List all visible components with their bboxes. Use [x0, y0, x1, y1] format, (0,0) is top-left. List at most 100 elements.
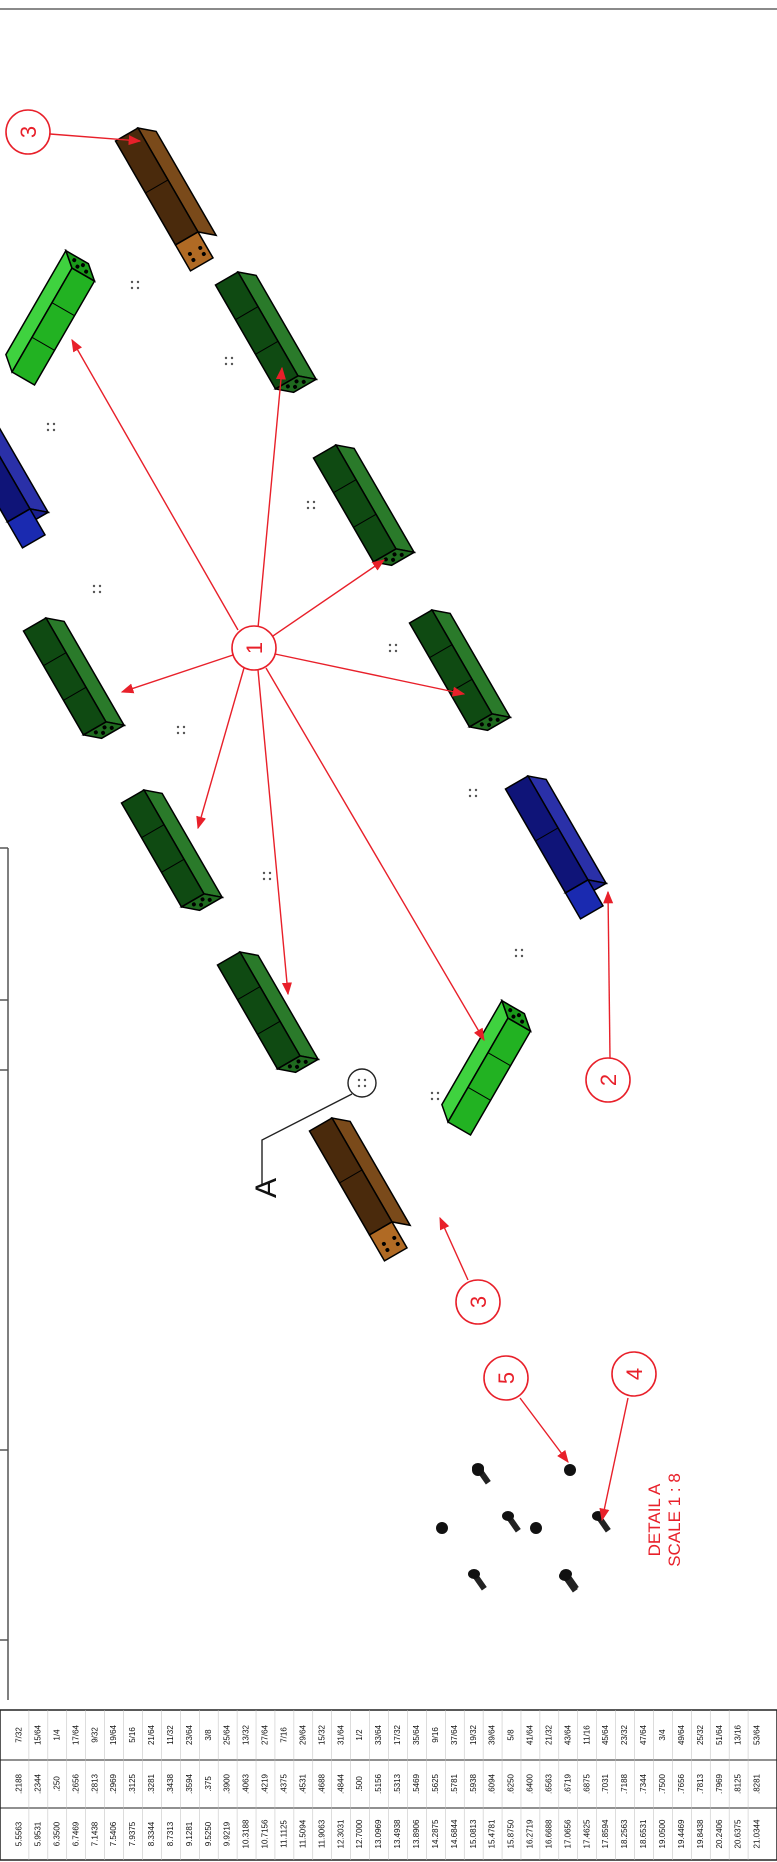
table-cell: 1/4 — [52, 1729, 61, 1741]
table-cell: 13.8906 — [412, 1819, 421, 1848]
table-cell: .3900 — [223, 1773, 232, 1794]
table-cell: 12.7000 — [355, 1819, 364, 1848]
table-cell: .3438 — [166, 1773, 175, 1794]
nut-icon — [472, 1464, 484, 1476]
table-cell: 39/64 — [488, 1724, 497, 1745]
table-cell: 14.6844 — [450, 1819, 459, 1848]
table-cell: 43/64 — [563, 1724, 572, 1745]
callout-3-top: 3 — [5, 109, 51, 155]
table-cell: .6719 — [563, 1773, 572, 1794]
green-beam — [216, 944, 319, 1081]
table-cell: 12.3031 — [336, 1819, 345, 1848]
svg-text:4: 4 — [622, 1368, 647, 1380]
table-cell: .6875 — [582, 1773, 591, 1794]
svg-text:1: 1 — [242, 642, 267, 654]
green-beam — [408, 602, 511, 739]
table-cell: .8125 — [734, 1773, 743, 1794]
svg-text:DETAIL A: DETAIL A — [645, 1483, 664, 1556]
blue-beam-left-edge — [0, 397, 58, 549]
table-cell: .4531 — [298, 1773, 307, 1794]
table-cell: 5.9531 — [33, 1821, 42, 1846]
hole-pattern — [130, 280, 140, 290]
table-cell: 17.4625 — [582, 1819, 591, 1848]
table-cell: .7656 — [677, 1773, 686, 1794]
table-cell: .5938 — [469, 1773, 478, 1794]
table-cell: 51/64 — [715, 1724, 724, 1745]
table-cell: 15.8750 — [507, 1819, 516, 1848]
callout-4: 4 — [611, 1351, 657, 1397]
table-cell: 37/64 — [450, 1724, 459, 1745]
table-cell: .7031 — [601, 1773, 610, 1794]
table-cell: .8281 — [753, 1773, 762, 1794]
table-cell: 21.0344 — [753, 1819, 762, 1848]
table-cell: 9.9219 — [223, 1821, 232, 1846]
svg-text:3: 3 — [466, 1296, 491, 1308]
svg-text:5: 5 — [494, 1372, 519, 1384]
brown-bracket-bottom — [308, 1110, 420, 1262]
table-cell: 5/16 — [128, 1727, 137, 1743]
table-cell: .3594 — [185, 1773, 194, 1794]
table-cell: .5469 — [412, 1773, 421, 1794]
table-cell: 19.4469 — [677, 1819, 686, 1848]
table-cell: .2656 — [71, 1773, 80, 1794]
table-cell: .7813 — [696, 1773, 705, 1794]
svg-text:2: 2 — [596, 1074, 621, 1086]
svg-text:A: A — [250, 1178, 283, 1198]
table-cell: .6250 — [507, 1773, 516, 1794]
table-cell: 7/32 — [15, 1727, 24, 1743]
bolt-icon — [592, 1511, 611, 1533]
table-cell: 6.7469 — [71, 1821, 80, 1846]
table-cell: .6094 — [488, 1773, 497, 1794]
hole-pattern — [92, 584, 102, 594]
detail-a-hardware — [436, 1463, 611, 1593]
bolt-icon — [468, 1569, 487, 1591]
table-cell: 53/64 — [753, 1724, 762, 1745]
table-cell: 16.2719 — [526, 1819, 535, 1848]
table-cell: 21/64 — [147, 1724, 156, 1745]
green-beam — [214, 264, 317, 401]
table-cell: .5625 — [431, 1773, 440, 1794]
callout-5-leader — [519, 1397, 569, 1464]
svg-text:SCALE 1 : 8: SCALE 1 : 8 — [665, 1473, 684, 1567]
table-cell: .250 — [52, 1776, 61, 1792]
brown-bracket-top — [114, 120, 226, 272]
table-cell: 33/64 — [374, 1724, 383, 1745]
table-cell: 7.1438 — [90, 1821, 99, 1846]
green-beam — [312, 437, 415, 574]
callout-2-leader — [603, 890, 614, 1059]
table-cell: 13/32 — [242, 1724, 251, 1745]
table-cell: .375 — [204, 1776, 213, 1792]
table-cell: 17/32 — [393, 1724, 402, 1745]
callout-3-bottom-leader — [439, 1216, 469, 1281]
table-cell: .4688 — [317, 1773, 326, 1794]
hole-pattern — [430, 1091, 440, 1101]
callout-3-top-leader — [49, 133, 142, 146]
table-cell: 10.7156 — [261, 1819, 270, 1848]
table-cell: 41/64 — [526, 1724, 535, 1745]
table-cell: 8.7313 — [166, 1821, 175, 1846]
table-cell: 18.2563 — [620, 1819, 629, 1848]
table-cell: 10.3188 — [242, 1819, 251, 1848]
table-cell: .5313 — [393, 1773, 402, 1794]
table-cell: 13.4938 — [393, 1819, 402, 1848]
green-beam — [22, 610, 125, 747]
table-cell: .3125 — [128, 1773, 137, 1794]
table-cell: 25/64 — [223, 1724, 232, 1745]
table-cell: .7969 — [715, 1773, 724, 1794]
table-cell: 25/32 — [696, 1724, 705, 1745]
hole-pattern — [262, 871, 272, 881]
table-cell: 19.0500 — [658, 1819, 667, 1848]
table-cell: 19/64 — [109, 1724, 118, 1745]
callout-3-bottom: 3 — [455, 1279, 501, 1325]
callout-2: 2 — [585, 1057, 631, 1103]
table-cell: 23/64 — [185, 1724, 194, 1745]
table-cell: 23/32 — [620, 1724, 629, 1745]
green-light-beam-bottom — [435, 999, 538, 1136]
hole-pattern — [388, 643, 398, 653]
nut-icon — [436, 1522, 448, 1534]
table-cell: 31/64 — [336, 1724, 345, 1745]
table-cell: .2969 — [109, 1773, 118, 1794]
table-cell: 9/32 — [90, 1727, 99, 1743]
table-cell: 8.3344 — [147, 1821, 156, 1846]
